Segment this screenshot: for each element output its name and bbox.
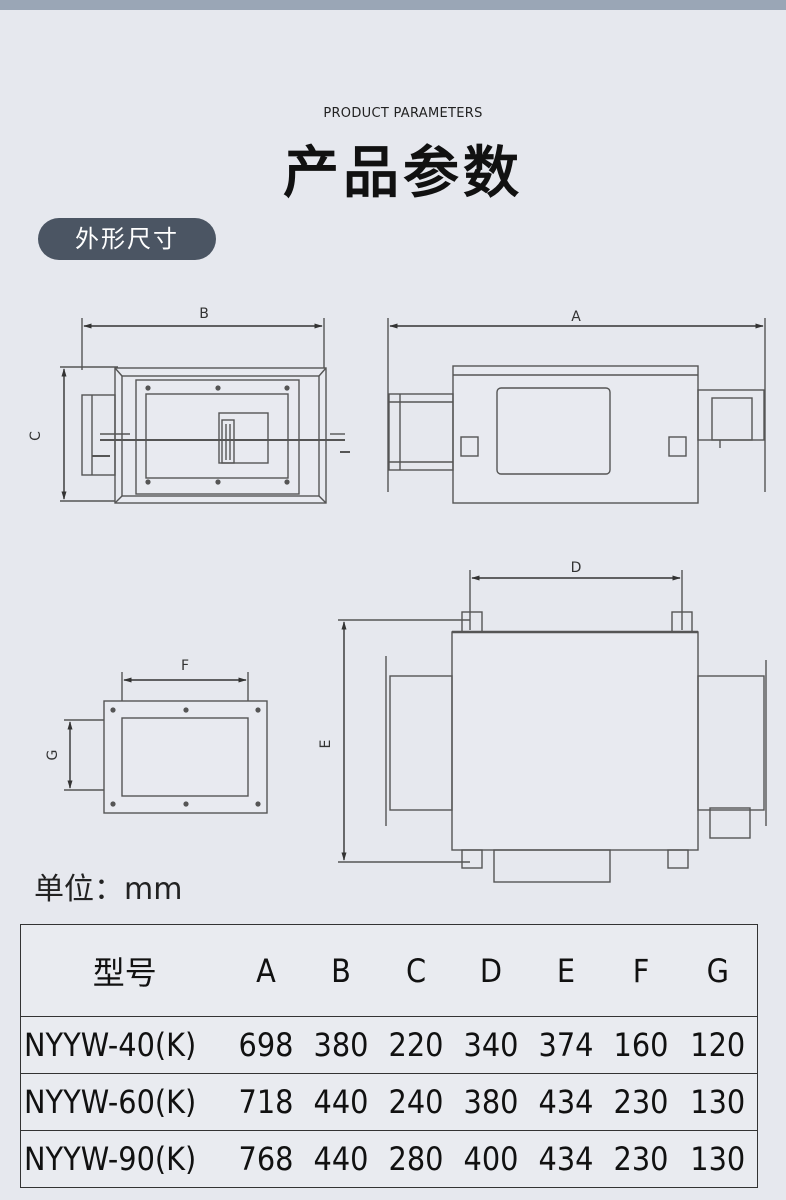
header-cell-f: F: [603, 924, 679, 1017]
value-cell: 230: [603, 1130, 679, 1188]
value-cell: 160: [603, 1016, 679, 1074]
table-row: NYYW-60(K) 718 440 240 380 434 230 130: [20, 1073, 758, 1131]
page-title: 产品参数: [283, 141, 523, 206]
value-cell: 440: [303, 1073, 379, 1131]
model-cell: NYYW-40(K): [20, 1016, 229, 1074]
model-cell: NYYW-60(K): [20, 1073, 229, 1131]
dim-label-d: D: [571, 560, 582, 576]
model-cell: NYYW-90(K): [20, 1130, 229, 1188]
value-cell: 280: [378, 1130, 454, 1188]
value-cell: 768: [228, 1130, 304, 1188]
dimension-drawings: B A C D E F G: [28, 306, 767, 883]
header-cell-e: E: [528, 924, 604, 1017]
value-cell: 380: [453, 1073, 529, 1131]
dim-label-a: A: [571, 309, 581, 325]
front-view-drawing: [60, 318, 350, 504]
value-cell: 120: [678, 1016, 758, 1074]
value-cell: 434: [528, 1073, 604, 1131]
value-cell: 130: [678, 1130, 758, 1188]
header-cell-model: 型号: [20, 924, 229, 1017]
value-cell: 440: [303, 1130, 379, 1188]
value-cell: 220: [378, 1016, 454, 1074]
table-row: NYYW-90(K) 768 440 280 400 434 230 130: [20, 1130, 758, 1188]
header-cell-d: D: [453, 924, 529, 1017]
header-cell-b: B: [303, 924, 379, 1017]
side-view-drawing: [387, 318, 766, 504]
dim-label-g: G: [45, 750, 61, 761]
header-cell-g: G: [678, 924, 758, 1017]
value-cell: 374: [528, 1016, 604, 1074]
top-view-drawing: [338, 570, 767, 883]
value-cell: 340: [453, 1016, 529, 1074]
dim-label-b: B: [199, 306, 209, 322]
table-row: NYYW-40(K) 698 380 220 340 374 160 120: [20, 1016, 758, 1074]
value-cell: 718: [228, 1073, 304, 1131]
header-cell-a: A: [228, 924, 304, 1017]
value-cell: 698: [228, 1016, 304, 1074]
table-header-row: 型号 A B C D E F G: [20, 924, 758, 1017]
dim-label-c: C: [28, 431, 44, 441]
end-view-drawing: [64, 672, 268, 814]
value-cell: 380: [303, 1016, 379, 1074]
unit-label: 单位：mm: [34, 872, 183, 907]
value-cell: 434: [528, 1130, 604, 1188]
dim-label-f: F: [181, 658, 189, 674]
value-cell: 240: [378, 1073, 454, 1131]
section-badge: 外形尺寸: [38, 218, 216, 260]
spec-table: 型号 A B C D E F G NYYW-40(K) 698 380 220 …: [20, 924, 758, 1188]
value-cell: 400: [453, 1130, 529, 1188]
value-cell: 230: [603, 1073, 679, 1131]
top-bar: [0, 0, 786, 10]
dim-label-e: E: [318, 740, 334, 749]
header-cell-c: C: [378, 924, 454, 1017]
page-subtitle: PRODUCT PARAMETERS: [323, 106, 483, 121]
value-cell: 130: [678, 1073, 758, 1131]
